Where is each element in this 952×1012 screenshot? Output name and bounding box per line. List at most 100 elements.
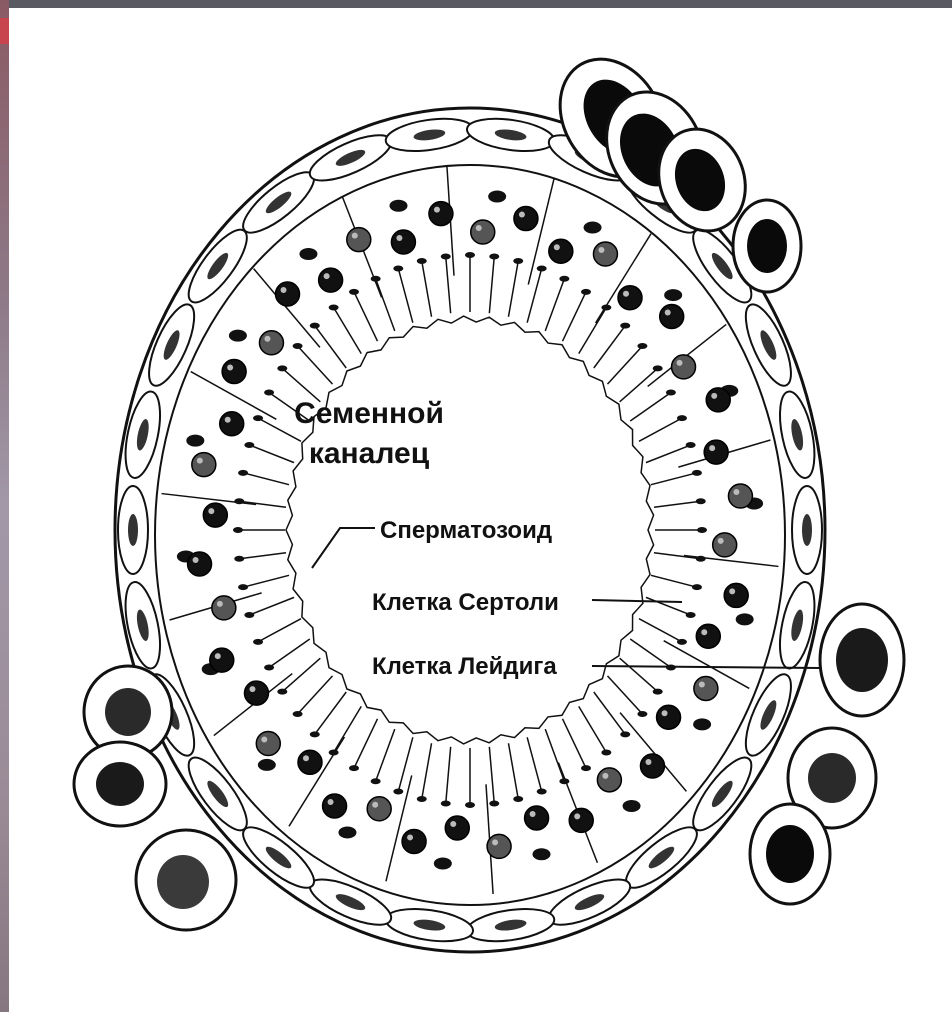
cell-highlight [328,799,334,805]
sperm-head [244,442,254,448]
sperm-head [393,265,403,271]
spermatogenic-cell [660,304,684,328]
sperm-head [696,556,706,562]
sperm-head [253,415,263,421]
spermatogenic-cell [391,230,415,254]
sertoli-nucleus [299,248,317,260]
leydig-cell [74,742,166,826]
cell-highlight [407,834,413,840]
spermatogenic-cell [724,583,748,607]
spermatogenic-cell [445,816,469,840]
sperm-head [581,289,591,295]
sperm-head [393,789,403,795]
spermatogenic-cell [402,829,426,853]
sperm-head [238,470,248,476]
cell-highlight [396,235,402,241]
spermatogenic-cell [192,453,216,477]
leydig-cell [733,200,801,292]
sperm-head [537,789,547,795]
sperm-head [349,289,359,295]
sperm-head [238,584,248,590]
peritubular-nucleus [802,514,812,546]
spermatogenic-cell [244,681,268,705]
label-sertoli-cell: Клетка Сертоли [372,589,559,616]
label-spermatozoon: Сперматозоид [380,517,552,544]
cell-highlight [450,821,456,827]
cell-highlight [701,629,707,635]
sperm-head [293,711,303,717]
sertoli-nucleus [186,435,204,447]
spermatogenic-cell [259,331,283,355]
cell-highlight [249,686,255,692]
cell-highlight [699,681,705,687]
sperm-head [692,584,702,590]
sperm-head [677,415,687,421]
spermatogenic-cell [222,360,246,384]
cell-highlight [261,737,267,743]
cell-highlight [324,273,330,279]
sperm-head [620,323,630,329]
sperm-head [417,258,427,264]
sperm-head [537,265,547,271]
sertoli-nucleus [434,857,452,869]
sperm-head [653,689,663,695]
cell-highlight [530,811,536,817]
cell-highlight [519,212,525,218]
sperm-head [441,254,451,260]
cell-highlight [372,802,378,808]
cell-highlight [623,291,629,297]
cell-highlight [729,588,735,594]
sperm-head [253,639,263,645]
spermatogenic-cell [618,286,642,310]
spermatogenic-cell [514,207,538,231]
cell-highlight [208,508,214,514]
sertoli-nucleus [488,191,506,203]
cell-highlight [193,557,199,563]
cell-highlight [662,710,668,716]
spermatogenic-cell [323,794,347,818]
spermatogenic-cell [298,750,322,774]
cell-highlight [492,839,498,845]
spermatogenic-cell [212,596,236,620]
label-leydig-cell: Клетка Лейдига [372,653,557,680]
sperm-head [601,749,611,755]
sperm-head [653,365,663,371]
spermatogenic-cell [672,355,696,379]
cell-highlight [554,244,560,250]
spermatogenic-cell [706,388,730,412]
sperm-head [696,498,706,504]
cell-highlight [225,417,231,423]
cell-highlight [711,393,717,399]
spermatogenic-cell [569,808,593,832]
cell-highlight [264,336,270,342]
spermatogenic-cell [429,202,453,226]
cell-highlight [602,773,608,779]
sperm-head [329,749,339,755]
sperm-head [677,639,687,645]
sperm-head [637,343,647,349]
sperm-head [349,765,359,771]
cell-highlight [217,601,223,607]
spermatogenic-cell [256,732,280,756]
leydig-cell [820,604,904,716]
sertoli-nucleus [338,826,356,838]
sperm-head [686,612,696,618]
cell-highlight [476,225,482,231]
sperm-head [666,390,676,396]
cell-highlight [645,759,651,765]
cell-highlight [303,755,309,761]
sertoli-nucleus [584,222,602,234]
spermatogenic-cell [696,624,720,648]
sperm-head [371,276,381,282]
sperm-head [264,665,274,671]
cell-highlight [281,287,287,293]
cell-highlight [197,458,203,464]
spermatogenic-cell [657,705,681,729]
sperm-head [465,802,475,808]
spermatogenic-cell [319,268,343,292]
sertoli-nucleus [736,613,754,625]
sperm-head [601,305,611,311]
cell-highlight [718,538,724,544]
